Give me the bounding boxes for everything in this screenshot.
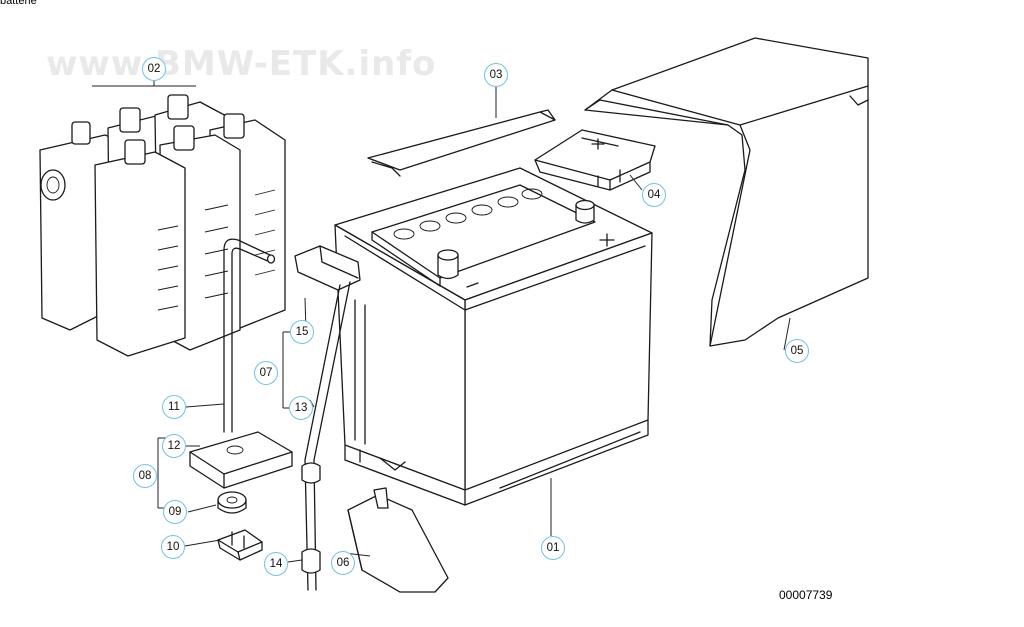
callout-07[interactable]: 07 bbox=[254, 361, 278, 385]
callout-15[interactable]: 15 bbox=[290, 320, 314, 344]
diagram-title: batterie bbox=[0, 0, 37, 7]
part-vent-bottle[interactable] bbox=[347, 487, 449, 593]
diagram-number: 00007739 bbox=[779, 588, 833, 602]
callout-12[interactable]: 12 bbox=[162, 434, 186, 458]
callout-13[interactable]: 13 bbox=[289, 396, 313, 420]
part-hold-down-bracket[interactable] bbox=[189, 431, 293, 489]
callout-11[interactable]: 11 bbox=[162, 395, 186, 419]
callout-06[interactable]: 06 bbox=[331, 551, 355, 575]
part-vent-hose[interactable] bbox=[294, 245, 361, 591]
part-strip-cover[interactable] bbox=[367, 109, 556, 177]
callout-04[interactable]: 04 bbox=[642, 183, 666, 207]
watermark-text: www.BMW-ETK.info bbox=[46, 44, 437, 84]
part-battery-cover[interactable] bbox=[584, 37, 869, 347]
part-water-bottles[interactable] bbox=[39, 94, 286, 357]
callout-02[interactable]: 02 bbox=[142, 57, 166, 81]
callout-10[interactable]: 10 bbox=[161, 535, 185, 559]
part-washer[interactable] bbox=[217, 491, 247, 514]
part-battery[interactable] bbox=[334, 167, 653, 506]
callout-08[interactable]: 08 bbox=[133, 464, 157, 488]
part-terminal-cover[interactable] bbox=[534, 129, 656, 191]
callout-09[interactable]: 09 bbox=[163, 500, 187, 524]
part-clamp[interactable] bbox=[217, 529, 263, 561]
callout-05[interactable]: 05 bbox=[785, 339, 809, 363]
part-vent-tube[interactable] bbox=[223, 238, 276, 433]
callout-14[interactable]: 14 bbox=[264, 552, 288, 576]
callout-01[interactable]: 01 bbox=[541, 536, 565, 560]
callout-03[interactable]: 03 bbox=[484, 63, 508, 87]
